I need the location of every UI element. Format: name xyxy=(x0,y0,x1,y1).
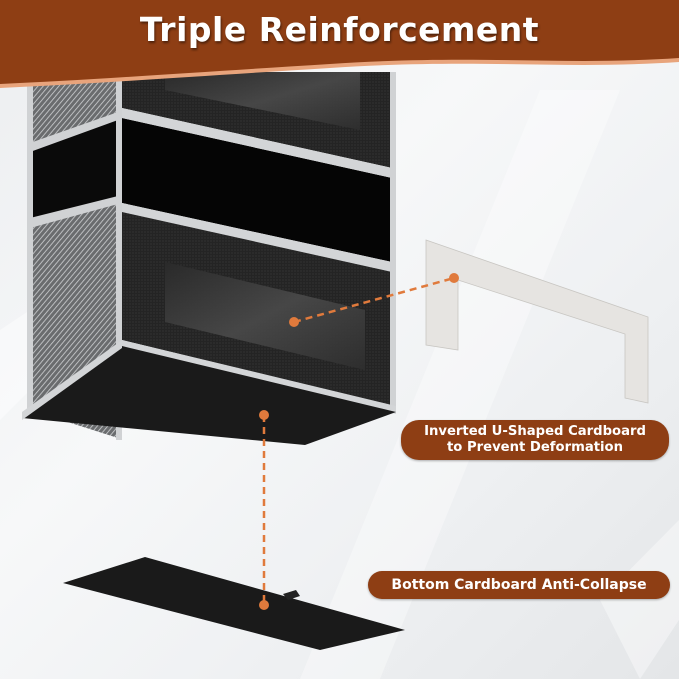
callout-line-2: to Prevent Deformation xyxy=(447,440,623,455)
bottom-cardboard-callout: Bottom Cardboard Anti-Collapse xyxy=(368,571,670,599)
u-shaped-cardboard-callout: Inverted U-Shaped Cardboard to Prevent D… xyxy=(401,420,669,460)
callout-line-1: Inverted U-Shaped Cardboard xyxy=(424,424,646,439)
u-cardboard-end-dot-icon xyxy=(449,273,459,283)
bottom-cardboard-end-dot-icon xyxy=(259,600,269,610)
header-band xyxy=(0,0,679,88)
page-title: Triple Reinforcement xyxy=(139,10,540,49)
bottom-cardboard-dot-icon xyxy=(259,410,269,420)
u-cardboard-dot-icon xyxy=(289,317,299,327)
